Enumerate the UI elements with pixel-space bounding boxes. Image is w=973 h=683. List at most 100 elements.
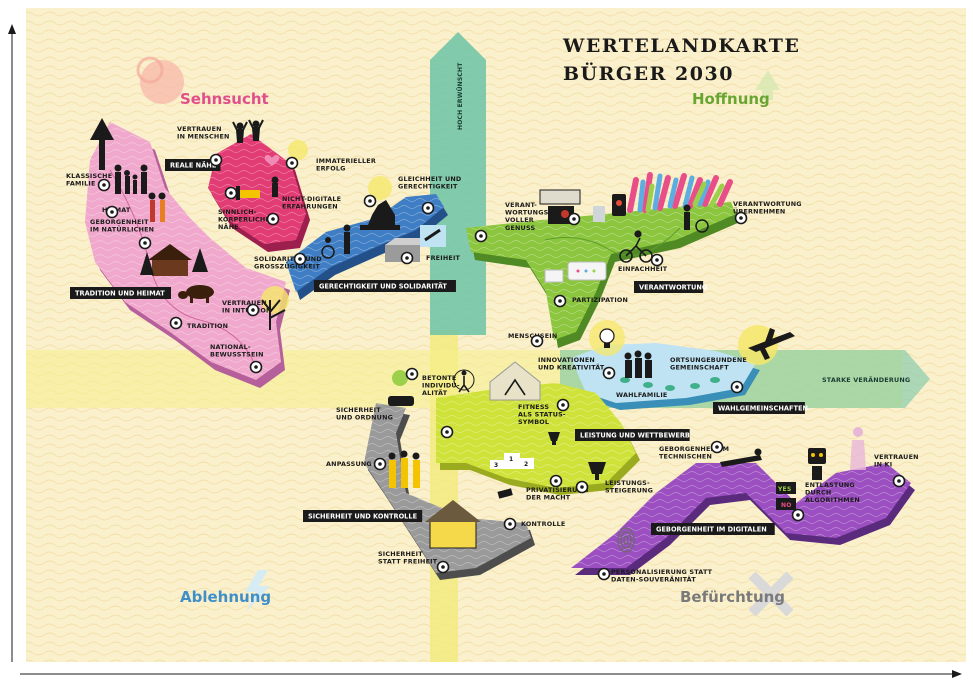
freedom-diver [420,225,446,247]
lounging-person [720,448,762,467]
value-node [293,252,307,266]
tag-sicherheit: SICHERHEIT UND KONTROLLE [303,510,423,522]
label-einfachheit: EINFACHHEIT [618,265,668,273]
tag-leistung: LEISTUNG UND WETTBEWERB [575,429,690,441]
car-icon [388,370,414,406]
quadrant-emblems [136,56,794,617]
silhouette-group [624,350,652,378]
quadrant-sehnsucht: Sehnsucht [180,90,269,108]
trophies [548,432,606,480]
house-trees [140,244,208,276]
value-labels: KLASSISCHEFAMILIEHEIMATGEBORGENHEITIM NA… [66,125,919,584]
hands-raised [627,172,733,213]
svg-text:GEBORGENHEIT IM DIGITALEN: GEBORGENHEIT IM DIGITALEN [656,526,767,534]
tag-tradition-heimat: TRADITION UND HEIMAT [70,287,171,299]
quadrant-hoffnung: Hoffnung [692,90,770,108]
screen-yes: YES [777,486,791,493]
value-node [892,474,906,488]
label-partizipation: PARTIZIPATION [572,296,628,304]
tag-reale-naehe: REALE NÄHE [165,159,221,171]
tag-gerechtigkeit: GERECHTIGKEIT UND SOLIDARITÄT [314,280,456,292]
value-node [405,367,419,381]
silhouette-jumping [232,119,264,143]
value-node [249,360,263,374]
label-nationalbewusstsein: NATIONAL-BEWUSSTSEIN [210,343,264,359]
value-node [556,398,570,412]
tag-verantwortung: VERANTWORTUNG [634,281,707,293]
hologram-person [850,427,866,470]
title-line-2: BÜRGER 2030 [563,62,734,85]
bed-couple [236,176,279,200]
value-node [224,186,238,200]
value-node [97,178,111,192]
gym-tent [489,361,541,401]
screen-no: NO [781,502,792,509]
robot-icon [808,448,826,480]
label-wahlfamilie: WAHLFAMILIE [616,391,667,399]
value-node [169,316,183,330]
airplane-icon [738,325,795,365]
value-node [602,366,616,380]
label-freiheit: FREIHEIT [426,254,461,262]
hope-arrow-icon [755,70,780,100]
value-node [266,212,280,226]
bulb-icon [589,320,625,356]
value-node [597,567,611,581]
svg-text:LEISTUNG UND WETTBEWERB: LEISTUNG UND WETTBEWERB [580,432,690,440]
tree-intuition [261,286,289,330]
animals [178,285,214,303]
value-node [373,457,387,471]
svg-text:WAHLGEMEINSCHAFTEN: WAHLGEMEINSCHAFTEN [718,405,808,413]
island-sicherheit [364,403,535,580]
tag-wahlgemeinschaften: WAHLGEMEINSCHAFTEN [713,402,808,414]
value-node [530,334,544,348]
value-nodes [97,153,906,581]
value-node [791,508,805,522]
svg-text:VERANTWORTUNG: VERANTWORTUNG [639,284,707,292]
outer-axes [8,24,962,678]
value-node [503,517,517,531]
value-node [246,303,260,317]
podium-1: 1 [509,456,513,463]
silhouette-wheelchair-care [683,204,709,233]
value-node [549,474,563,488]
value-node [575,480,589,494]
value-node [710,440,724,454]
guards [388,450,420,488]
value-node [138,236,152,250]
label-anpassung: ANPASSUNG [326,460,372,468]
value-node [421,201,435,215]
heart-icon [264,140,308,166]
cross-icon [748,571,794,617]
vertical-axis-label: HOCH ERWÜNSCHT [457,62,464,130]
lightning-icon [245,570,270,612]
label-menschsein: MENSCHSEIN [508,332,557,340]
cctv-camera [497,488,513,499]
value-node [363,194,377,208]
value-node [474,229,488,243]
tag-digital: GEBORGENHEIT IM DIGITALEN [651,523,775,535]
statue-justice [360,176,400,230]
cyclist [619,230,653,263]
value-node [436,560,450,574]
category-tags: REALE NÄHE TRADITION UND HEIMAT GERECHTIGK… [70,159,808,535]
silhouette-dancers [148,192,166,222]
